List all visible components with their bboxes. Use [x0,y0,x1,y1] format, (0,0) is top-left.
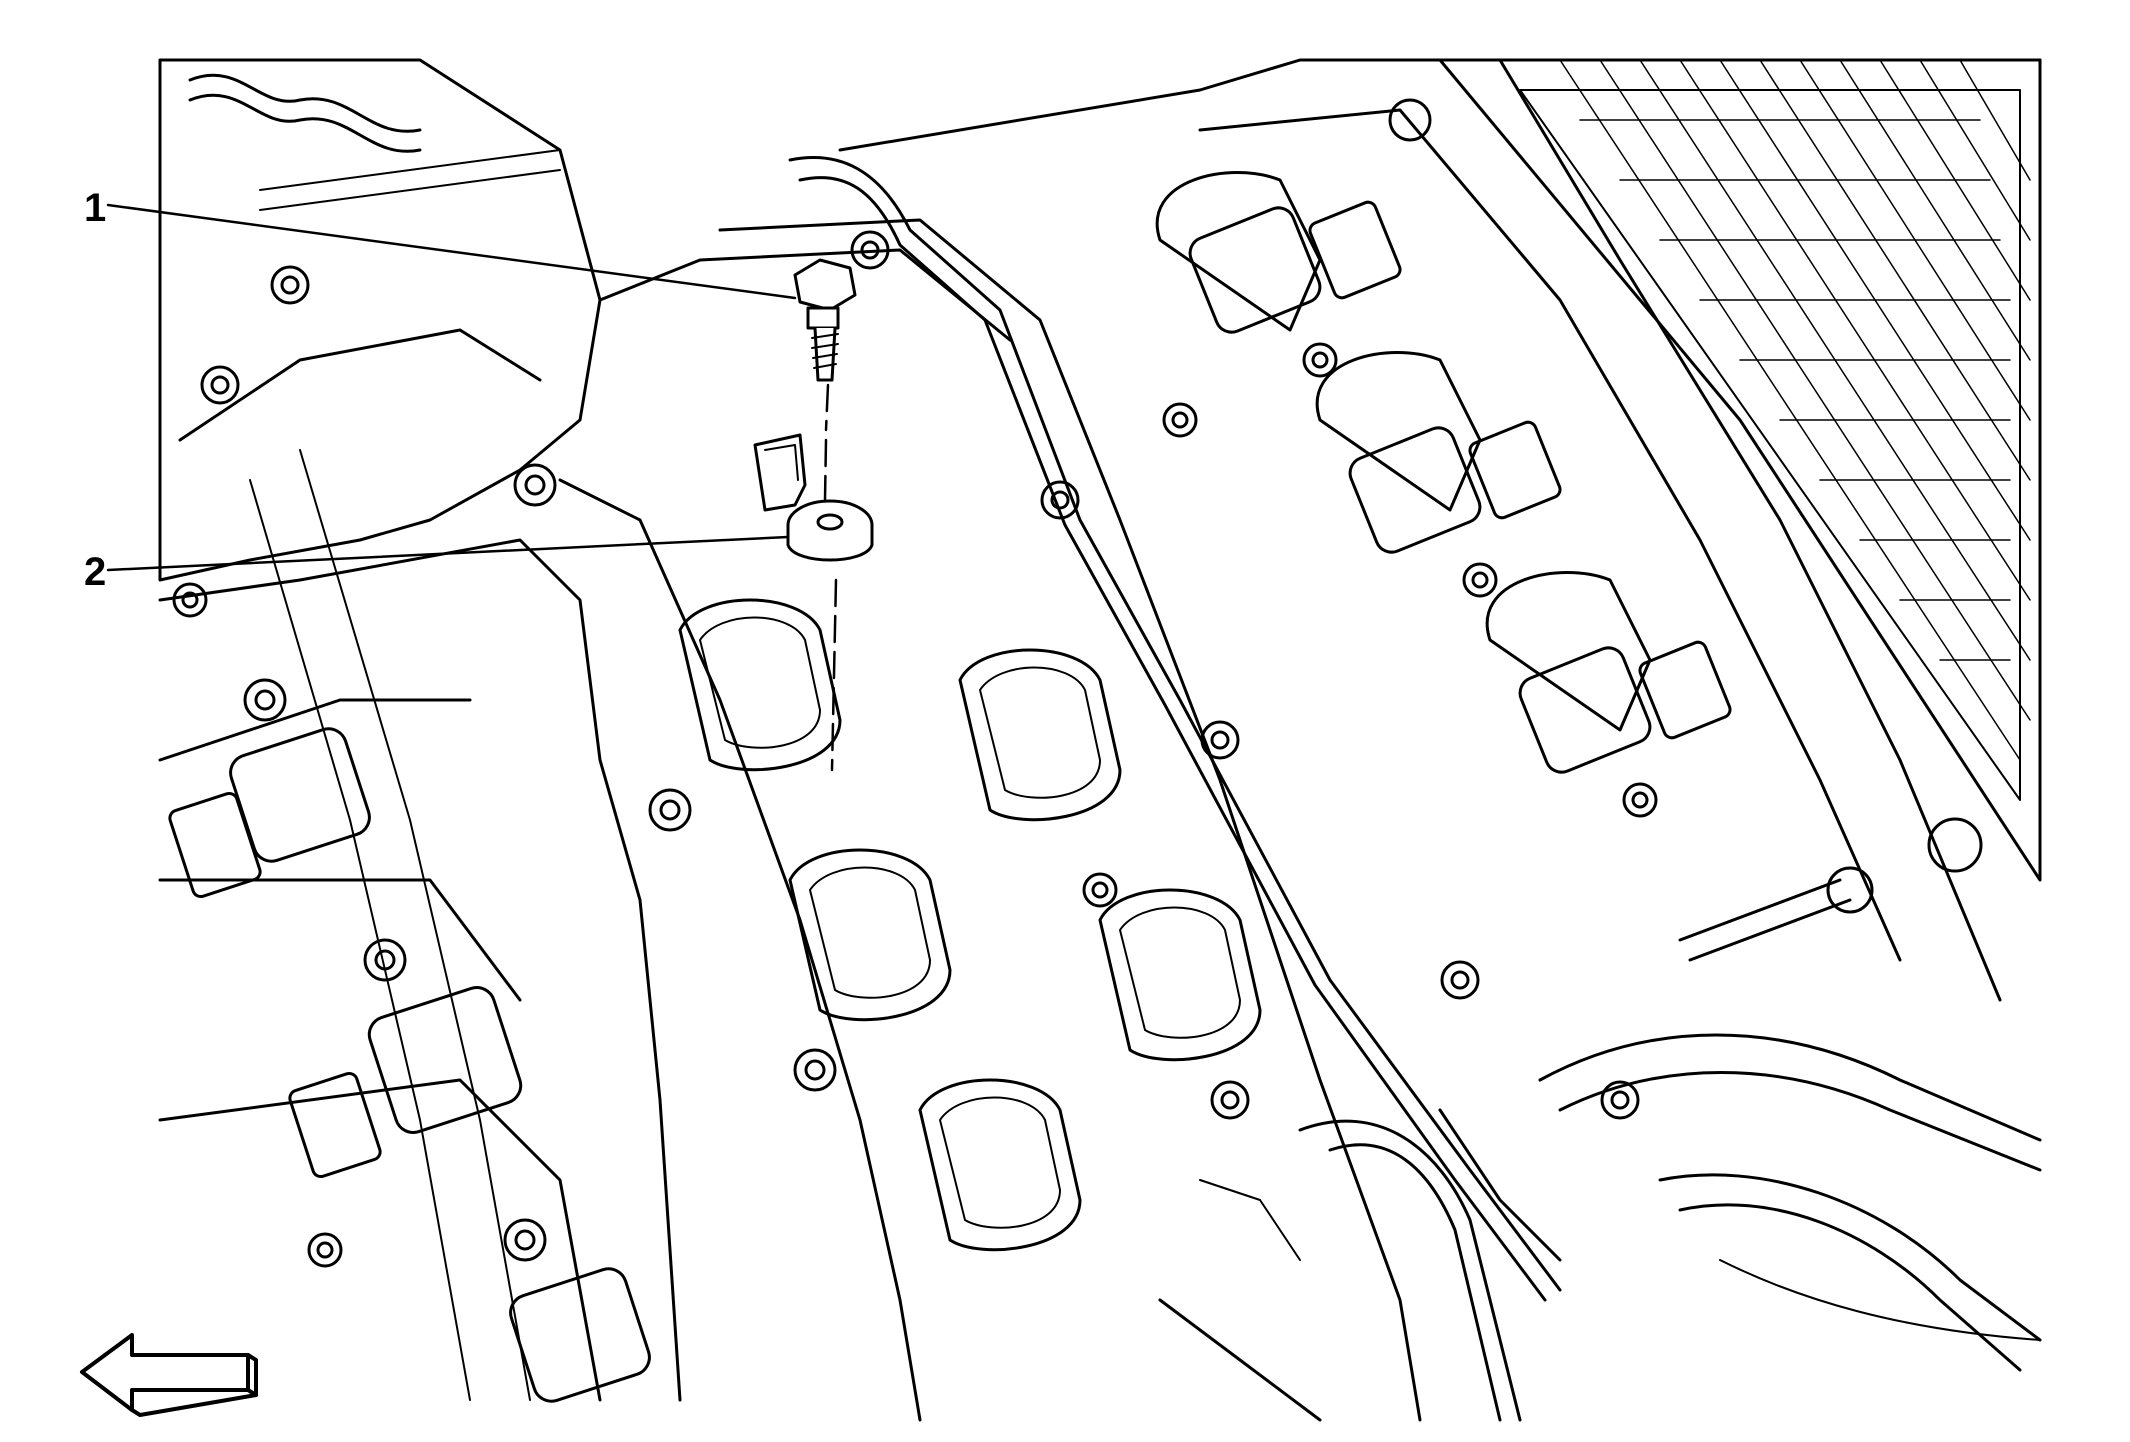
radiator-core [1438,58,2042,882]
intake-port-3 [918,1078,1082,1252]
washer [786,499,874,562]
manifold-bolts [648,230,1250,1120]
lower-hoses [1158,1033,2042,1422]
callout-1: 1 [84,186,107,230]
ignition-coil-right-2 [1348,420,1562,554]
intake-port-2 [788,848,952,1022]
callout-2: 2 [84,550,107,594]
intake-port-1 [678,598,842,772]
left-cylinder-bank [158,58,682,1403]
leader-line-1 [106,203,797,300]
sensor-connector [753,433,807,512]
alignment-dashed-line [823,383,838,772]
bolt [793,258,857,382]
ignition-coil-left-3 [503,1218,651,1403]
ignition-coil-left-1 [168,678,371,899]
ignition-coil-right-1 [1188,200,1402,334]
right-cylinder-bank [838,58,2002,1262]
right-bank-bolts [1302,98,1983,1120]
intake-port-4 [958,648,1122,822]
ignition-coil-right-3 [1518,640,1732,774]
intake-port-5 [1098,888,1262,1062]
intake-manifold [558,156,1562,1422]
left-arrow-icon [80,1333,258,1417]
left-bank-bolts [172,265,557,1268]
ignition-coil-left-2 [288,938,523,1179]
leader-line-2 [106,535,790,572]
